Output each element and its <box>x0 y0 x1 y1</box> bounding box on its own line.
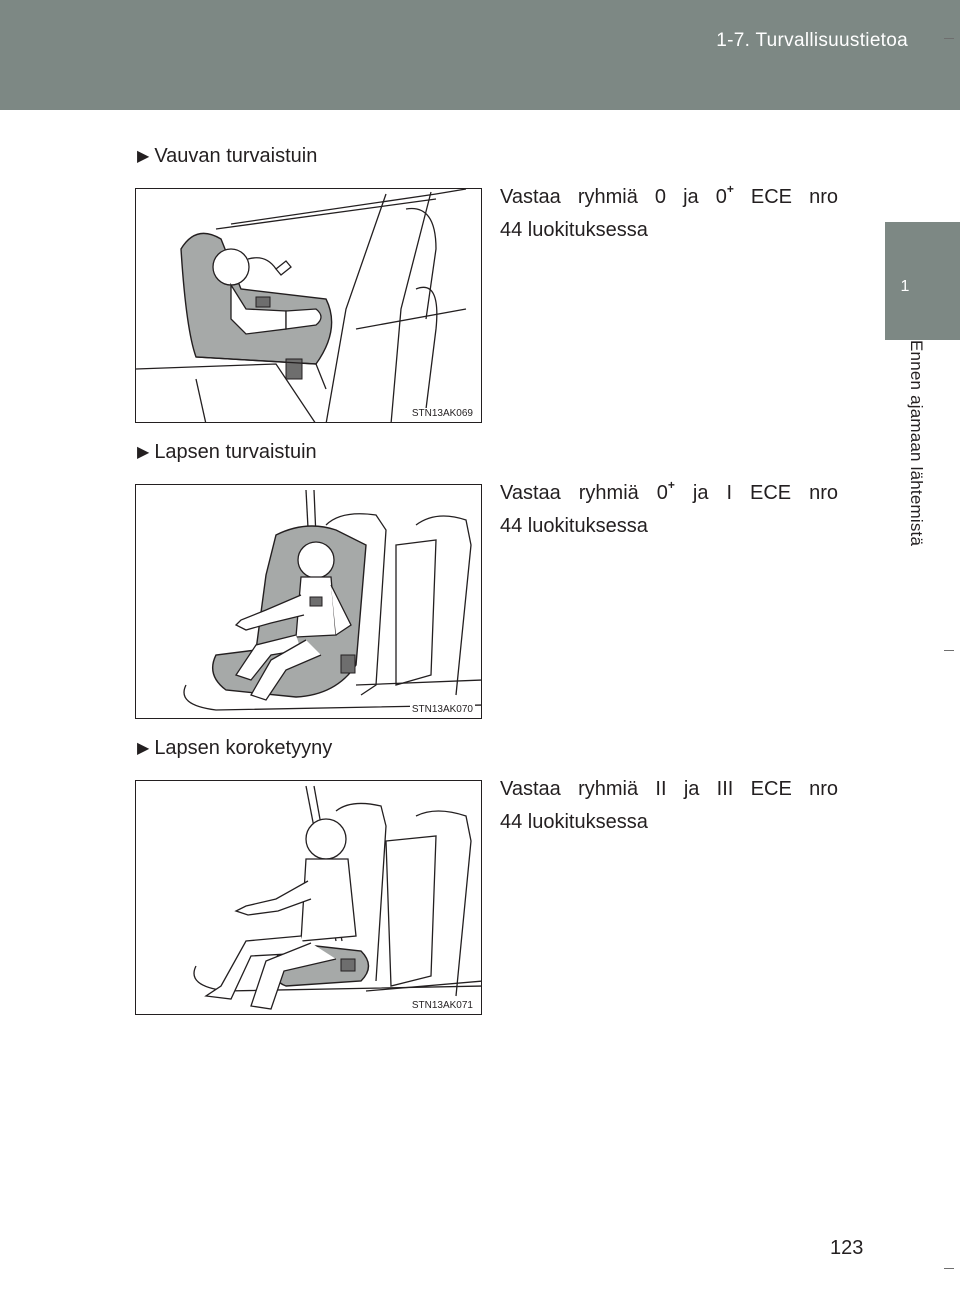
chapter-number: 1 <box>900 278 910 295</box>
figure-code: STN13AK071 <box>409 1000 475 1011</box>
figure-code: STN13AK070 <box>409 704 475 715</box>
desc-text: 44 luokituksessa <box>500 219 648 241</box>
item-title-booster-cushion: ▶Lapsen koroketyyny <box>137 737 332 760</box>
chapter-title: Ennen ajamaan lähtemistä <box>907 340 926 547</box>
item-description: Vastaa ryhmiä 0 ja 0+ ECE nro 44 luokitu… <box>500 181 838 247</box>
desc-text: 44 luokituksessa <box>500 515 648 537</box>
header-band: 1-7. Turvallisuustietoa <box>0 0 960 110</box>
page-number: 123 <box>830 1237 864 1259</box>
desc-text: ECE nro <box>733 186 838 208</box>
chapter-title-vertical: Ennen ajamaan lähtemistä <box>886 340 926 600</box>
item-title-text: Vauvan turvaistuin <box>154 145 318 167</box>
desc-superscript: + <box>726 182 734 196</box>
item-title-text: Lapsen koroketyyny <box>154 737 333 759</box>
infant-seat-illustration: STN13AK069 <box>135 188 482 423</box>
figure-code: STN13AK069 <box>409 408 475 419</box>
item-title-infant-seat: ▶Vauvan turvaistuin <box>137 145 317 168</box>
triangle-bullet-icon: ▶ <box>137 444 150 461</box>
desc-text: Vastaa ryhmiä 0 ja 0 <box>500 186 727 208</box>
section-title: 1-7. Turvallisuustietoa <box>716 30 908 51</box>
triangle-bullet-icon: ▶ <box>137 740 150 757</box>
item-title-child-seat: ▶Lapsen turvaistuin <box>137 441 317 464</box>
child-seat-illustration: STN13AK070 <box>135 484 482 719</box>
crop-mark <box>944 38 954 39</box>
booster-seat-drawing <box>193 785 481 1010</box>
item-title-text: Lapsen turvaistuin <box>154 441 317 463</box>
chapter-tab: 1 <box>885 222 960 340</box>
crop-mark <box>944 650 954 651</box>
child-seat-drawing <box>183 489 481 711</box>
infant-seat-drawing <box>136 189 467 422</box>
desc-text: 44 luokituksessa <box>500 811 648 833</box>
item-description: Vastaa ryhmiä 0+ ja I ECE nro 44 luokitu… <box>500 477 838 543</box>
desc-superscript: + <box>667 478 675 492</box>
item-description: Vastaa ryhmiä II ja III ECE nro 44 luoki… <box>500 773 838 839</box>
desc-text: Vastaa ryhmiä II ja III ECE nro <box>500 778 838 800</box>
desc-text: Vastaa ryhmiä 0 <box>500 482 668 504</box>
desc-text: ja I ECE nro <box>674 482 838 504</box>
crop-mark <box>944 1268 954 1269</box>
booster-seat-illustration: STN13AK071 <box>135 780 482 1015</box>
triangle-bullet-icon: ▶ <box>137 148 150 165</box>
